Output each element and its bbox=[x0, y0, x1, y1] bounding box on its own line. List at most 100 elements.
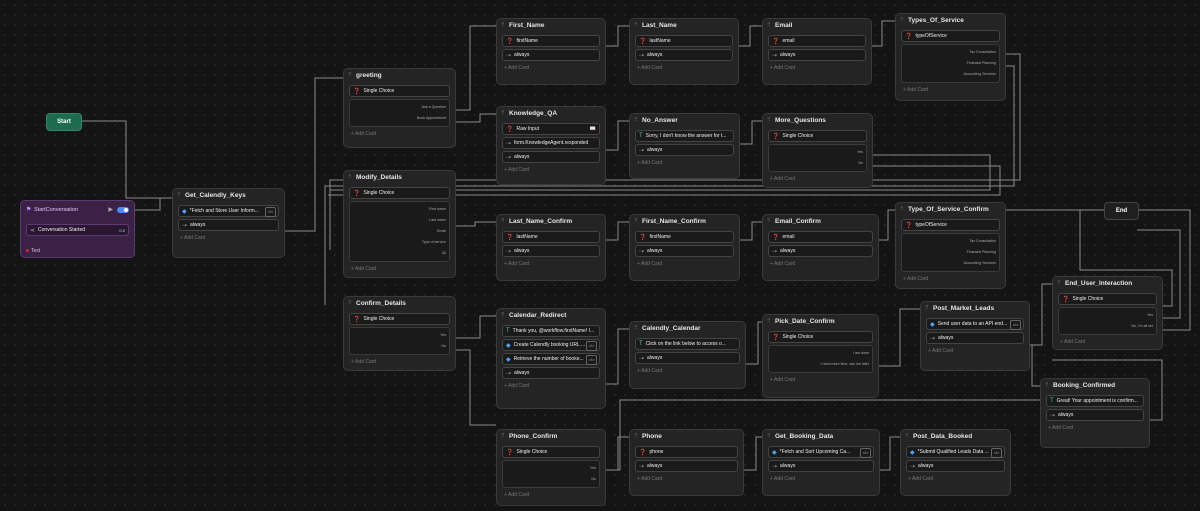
drag-handle-icon[interactable]: ⠿ bbox=[634, 218, 638, 224]
choice-option[interactable]: Email bbox=[437, 229, 446, 233]
drag-handle-icon[interactable]: ⠿ bbox=[501, 110, 505, 116]
condition-row[interactable]: ⇢always bbox=[502, 151, 600, 163]
node-header[interactable]: Modify_Details⠿ bbox=[344, 171, 455, 185]
drag-handle-icon[interactable]: ⠿ bbox=[767, 22, 771, 28]
drag-handle-icon[interactable]: ⠿ bbox=[501, 22, 505, 28]
card-row[interactable]: ❓email bbox=[768, 35, 866, 47]
choice-option[interactable]: I am done bbox=[853, 351, 869, 355]
card-row[interactable]: ◆*Fetch and Store User Inform...</> bbox=[178, 205, 279, 217]
choice-option[interactable]: Financial Planning bbox=[966, 61, 996, 65]
node-header[interactable]: Calendar_Redirect⠿ bbox=[497, 309, 605, 323]
node-email-confirm[interactable]: Email_Confirm⠿❓email⇢always+ Add Card bbox=[762, 214, 879, 281]
choice-option[interactable]: I need more time, ask me later bbox=[820, 362, 869, 366]
card-row[interactable]: ◆Send user data to an API end...</> bbox=[926, 318, 1024, 330]
node-header[interactable]: Calendly_Calendar⠿ bbox=[630, 322, 745, 336]
card-row[interactable]: ❓Single Choice bbox=[502, 446, 600, 458]
test-label-wrap[interactable]: Test bbox=[26, 248, 40, 254]
node-header[interactable]: First_Name⠿ bbox=[497, 19, 605, 33]
drag-handle-icon[interactable]: ⠿ bbox=[348, 300, 352, 306]
code-editor-icon[interactable]: </> bbox=[860, 448, 871, 458]
node-last-name-confirm[interactable]: Last_Name_Confirm⠿❓lastName⇢always+ Add … bbox=[496, 214, 606, 281]
node-header[interactable]: More_Questions⠿ bbox=[763, 114, 872, 128]
choice-option[interactable]: All bbox=[442, 251, 446, 255]
drag-handle-icon[interactable]: ⠿ bbox=[905, 433, 909, 439]
event-row[interactable]: ⋖ Conversation Started 0-0 bbox=[26, 224, 129, 236]
drag-handle-icon[interactable]: ⠿ bbox=[348, 72, 352, 78]
drag-handle-icon[interactable]: ⠿ bbox=[767, 117, 771, 123]
drag-handle-icon[interactable]: ⠿ bbox=[634, 325, 638, 331]
condition-row[interactable]: ⇢always bbox=[502, 245, 600, 257]
code-editor-icon[interactable]: </> bbox=[586, 355, 597, 365]
node-header[interactable]: Last_Name⠿ bbox=[630, 19, 738, 33]
add-card-button[interactable]: + Add Card bbox=[903, 87, 998, 93]
node-header[interactable]: Confirm_Details⠿ bbox=[344, 297, 455, 311]
add-card-button[interactable]: + Add Card bbox=[770, 377, 871, 383]
add-card-button[interactable]: + Add Card bbox=[903, 276, 998, 282]
node-post-market-leads[interactable]: Post_Market_Leads⠿ ◆Send user data to an … bbox=[920, 301, 1030, 371]
card-row[interactable]: ◆*Submit Qualified Leads Data ...</> bbox=[906, 446, 1005, 458]
node-header[interactable]: Types_Of_Service⠿ bbox=[896, 14, 1005, 28]
node-header[interactable]: Booking_Confirmed⠿ bbox=[1041, 379, 1149, 393]
condition-row[interactable]: ⇢always bbox=[635, 245, 734, 257]
node-header[interactable]: End_User_Interaction⠿ bbox=[1053, 277, 1162, 291]
condition-row[interactable]: ⇢always bbox=[635, 144, 734, 156]
play-icon[interactable]: ▶ bbox=[108, 207, 113, 213]
node-header[interactable]: Post_Market_Leads⠿ bbox=[921, 302, 1029, 316]
add-card-button[interactable]: + Add Card bbox=[770, 476, 872, 482]
node-header[interactable]: Phone_Confirm⠿ bbox=[497, 430, 605, 444]
condition-row[interactable]: ⇢always bbox=[768, 49, 866, 61]
node-header[interactable]: Email_Confirm⠿ bbox=[763, 215, 878, 229]
node-first-name[interactable]: First_Name⠿❓firstName⇢always+ Add Card bbox=[496, 18, 606, 85]
add-card-button[interactable]: + Add Card bbox=[1060, 339, 1155, 345]
condition-row[interactable]: ⇢always bbox=[635, 49, 733, 61]
card-row[interactable]: ❓typeOfService bbox=[901, 30, 1000, 42]
node-header[interactable]: Type_Of_Service_Confirm⠿ bbox=[896, 203, 1005, 217]
add-card-button[interactable]: + Add Card bbox=[928, 348, 1022, 354]
choice-option[interactable]: Tax Consultation bbox=[969, 50, 996, 54]
drag-handle-icon[interactable]: ⠿ bbox=[501, 433, 505, 439]
card-row[interactable]: ◆*Fetch and Sort Upcoming Ca...</> bbox=[768, 446, 874, 458]
end-node[interactable]: End bbox=[1104, 202, 1139, 220]
card-row[interactable]: ❓firstName bbox=[635, 231, 734, 243]
drag-handle-icon[interactable]: ⠿ bbox=[501, 218, 505, 224]
node-get-booking-data[interactable]: Get_Booking_Data⠿ ◆*Fetch and Sort Upcomi… bbox=[762, 429, 880, 496]
add-card-button[interactable]: + Add Card bbox=[637, 160, 732, 166]
condition-row[interactable]: ⇢always bbox=[502, 49, 600, 61]
card-row[interactable]: ❓typeOfService bbox=[901, 219, 1000, 231]
condition-row[interactable]: ⇢always bbox=[635, 460, 738, 472]
node-header[interactable]: Knowledge_QA⠿ bbox=[497, 107, 605, 121]
add-card-button[interactable]: + Add Card bbox=[770, 176, 865, 182]
node-header[interactable]: Post_Data_Booked⠿ bbox=[901, 430, 1010, 444]
drag-handle-icon[interactable]: ⠿ bbox=[767, 433, 771, 439]
add-card-button[interactable]: + Add Card bbox=[504, 492, 598, 498]
condition-row[interactable]: ⇢always bbox=[768, 460, 874, 472]
choice-option[interactable]: Yes bbox=[440, 333, 446, 337]
node-header[interactable]: Get_Booking_Data⠿ bbox=[763, 430, 879, 444]
code-editor-icon[interactable]: </> bbox=[991, 448, 1002, 458]
choice-option[interactable]: Yes bbox=[857, 150, 863, 154]
add-card-button[interactable]: + Add Card bbox=[908, 476, 1003, 482]
choice-option[interactable]: No, I'm all set bbox=[1131, 324, 1153, 328]
card-row[interactable]: ◆Retrieve the number of booke...</> bbox=[502, 353, 600, 365]
condition-row[interactable]: ⇢always bbox=[906, 460, 1005, 472]
drag-handle-icon[interactable]: ⠿ bbox=[634, 433, 638, 439]
node-first-name-confirm[interactable]: First_Name_Confirm⠿❓firstName⇢always+ Ad… bbox=[629, 214, 740, 281]
code-editor-icon[interactable]: </> bbox=[1010, 320, 1021, 330]
card-row[interactable]: ◆Create Calendly booking URL ...</> bbox=[502, 339, 600, 351]
node-header[interactable]: Email⠿ bbox=[763, 19, 871, 33]
node-get-calendly-keys[interactable]: Get_Calendly_Keys⠿◆*Fetch and Store User… bbox=[172, 188, 285, 258]
add-card-button[interactable]: + Add Card bbox=[180, 235, 277, 241]
condition-row[interactable]: ⇢always bbox=[635, 352, 740, 364]
